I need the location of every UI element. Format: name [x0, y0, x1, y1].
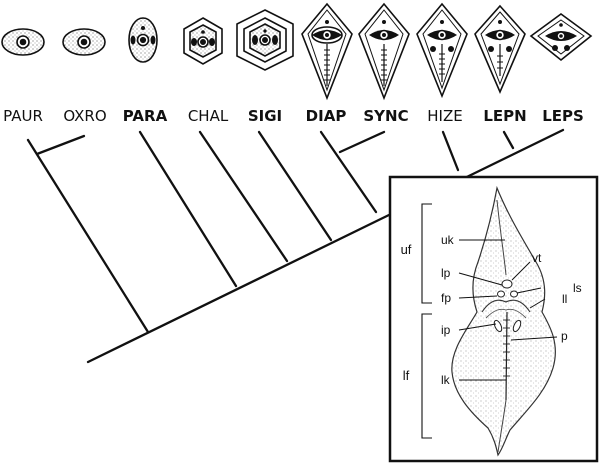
- diap-pollen-icon: [301, 2, 353, 101]
- taxon-label-oxro: OXRO: [63, 107, 106, 125]
- label-lp: lp: [441, 266, 451, 280]
- sigi-pollen-icon: [236, 9, 294, 71]
- branch-diap: [319, 130, 378, 214]
- lepn-pollen-icon: [474, 4, 526, 95]
- bracket-lf: [421, 313, 432, 439]
- taxon-label-para: PARA: [123, 107, 168, 125]
- branch-paur: [26, 138, 150, 334]
- branch-lepn: [502, 130, 515, 150]
- chal-pollen-icon: [183, 17, 223, 65]
- branch-para: [138, 130, 238, 288]
- taxon-label-hize: HIZE: [427, 107, 462, 125]
- branch-sigi: [257, 130, 333, 242]
- label-fp: fp: [441, 291, 451, 305]
- icon-row: [1, 2, 593, 101]
- taxon-label-chal: CHAL: [188, 107, 229, 125]
- taxon-label-leps: LEPS: [542, 107, 584, 125]
- branch-hize: [441, 130, 460, 172]
- cladogram: [26, 128, 565, 364]
- branch-chal: [198, 130, 289, 263]
- pollen-grain-drawing: [451, 185, 556, 457]
- inset-panel: uk vt lp ls fp ll ip p lk uf lf: [388, 175, 599, 463]
- leps-pollen-icon: [529, 13, 593, 62]
- label-vt: vt: [532, 251, 542, 265]
- bracket-label-uf: uf: [401, 242, 412, 257]
- label-lk: lk: [441, 373, 451, 387]
- cladogram-spine: [86, 128, 565, 364]
- inset-labels: uk vt lp ls fp ll ip p lk: [441, 233, 582, 387]
- hize-pollen-icon: [416, 2, 468, 99]
- label-ip: ip: [441, 323, 451, 337]
- label-p: p: [561, 329, 568, 343]
- taxon-labels: PAUR OXRO PARA CHAL SIGI DIAP SYNC HIZE …: [3, 107, 584, 125]
- taxon-label-sync: SYNC: [363, 107, 408, 125]
- inset-leaders: [458, 239, 558, 381]
- bracket-label-lf: lf: [403, 368, 410, 383]
- branch-oxro: [35, 134, 86, 156]
- taxon-label-lepn: LEPN: [483, 107, 526, 125]
- label-ll: ll: [562, 292, 567, 306]
- sync-pollen-icon: [358, 2, 410, 101]
- branch-sync: [338, 130, 386, 154]
- para-pollen-icon: [128, 17, 158, 63]
- taxon-label-diap: DIAP: [306, 107, 347, 125]
- taxon-label-paur: PAUR: [3, 107, 43, 125]
- label-uk: uk: [441, 233, 455, 247]
- paur-pollen-icon: [1, 28, 45, 56]
- oxro-pollen-icon: [62, 28, 106, 56]
- bracket-uf: [421, 203, 432, 304]
- label-ls: ls: [573, 281, 582, 295]
- taxon-label-sigi: SIGI: [248, 107, 282, 125]
- inset-brackets: [421, 203, 432, 439]
